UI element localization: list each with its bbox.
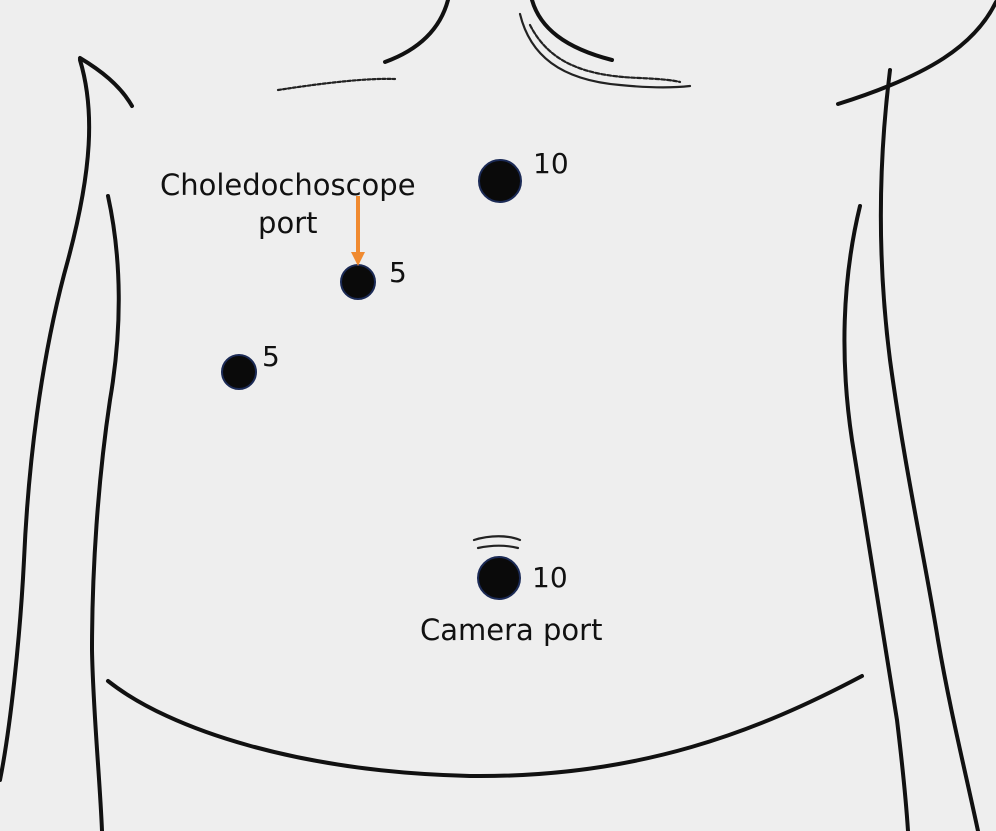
chest-line-left [276, 77, 397, 92]
neck-right-line [530, 0, 614, 62]
navel-mark-top [472, 535, 522, 542]
left-trunk-side-line [89, 194, 121, 831]
port-choledochoscope-dot [340, 264, 376, 300]
chest-line-right-inner [528, 23, 682, 84]
right-trunk-side-line [842, 204, 910, 831]
port-choledochoscope-size: 5 [389, 256, 407, 289]
right-shoulder-line [836, 0, 996, 106]
choledochoscope-label-line1: Choledochoscope [160, 168, 416, 202]
beltline [106, 674, 864, 779]
port-right-lateral-dot [221, 354, 257, 390]
port-umbilical-dot [477, 556, 521, 600]
left-arm-outer-line [0, 58, 92, 782]
choledochoscope-port-label: Choledochoscope port [160, 166, 416, 242]
port-umbilical-size: 10 [532, 561, 568, 594]
choledochoscope-arrow [351, 196, 365, 266]
choledochoscope-label-line2: port [258, 206, 318, 240]
port-epigastric-size: 10 [533, 147, 569, 180]
right-arm-outer-line [878, 68, 980, 831]
camera-port-label: Camera port [420, 613, 603, 647]
port-epigastric-dot [478, 159, 522, 203]
neck-left-line [383, 0, 450, 64]
left-shoulder-line [78, 56, 134, 108]
chest-line-right [518, 12, 692, 89]
navel-mark-bottom [476, 544, 520, 550]
port-right-lateral-size: 5 [262, 340, 280, 373]
